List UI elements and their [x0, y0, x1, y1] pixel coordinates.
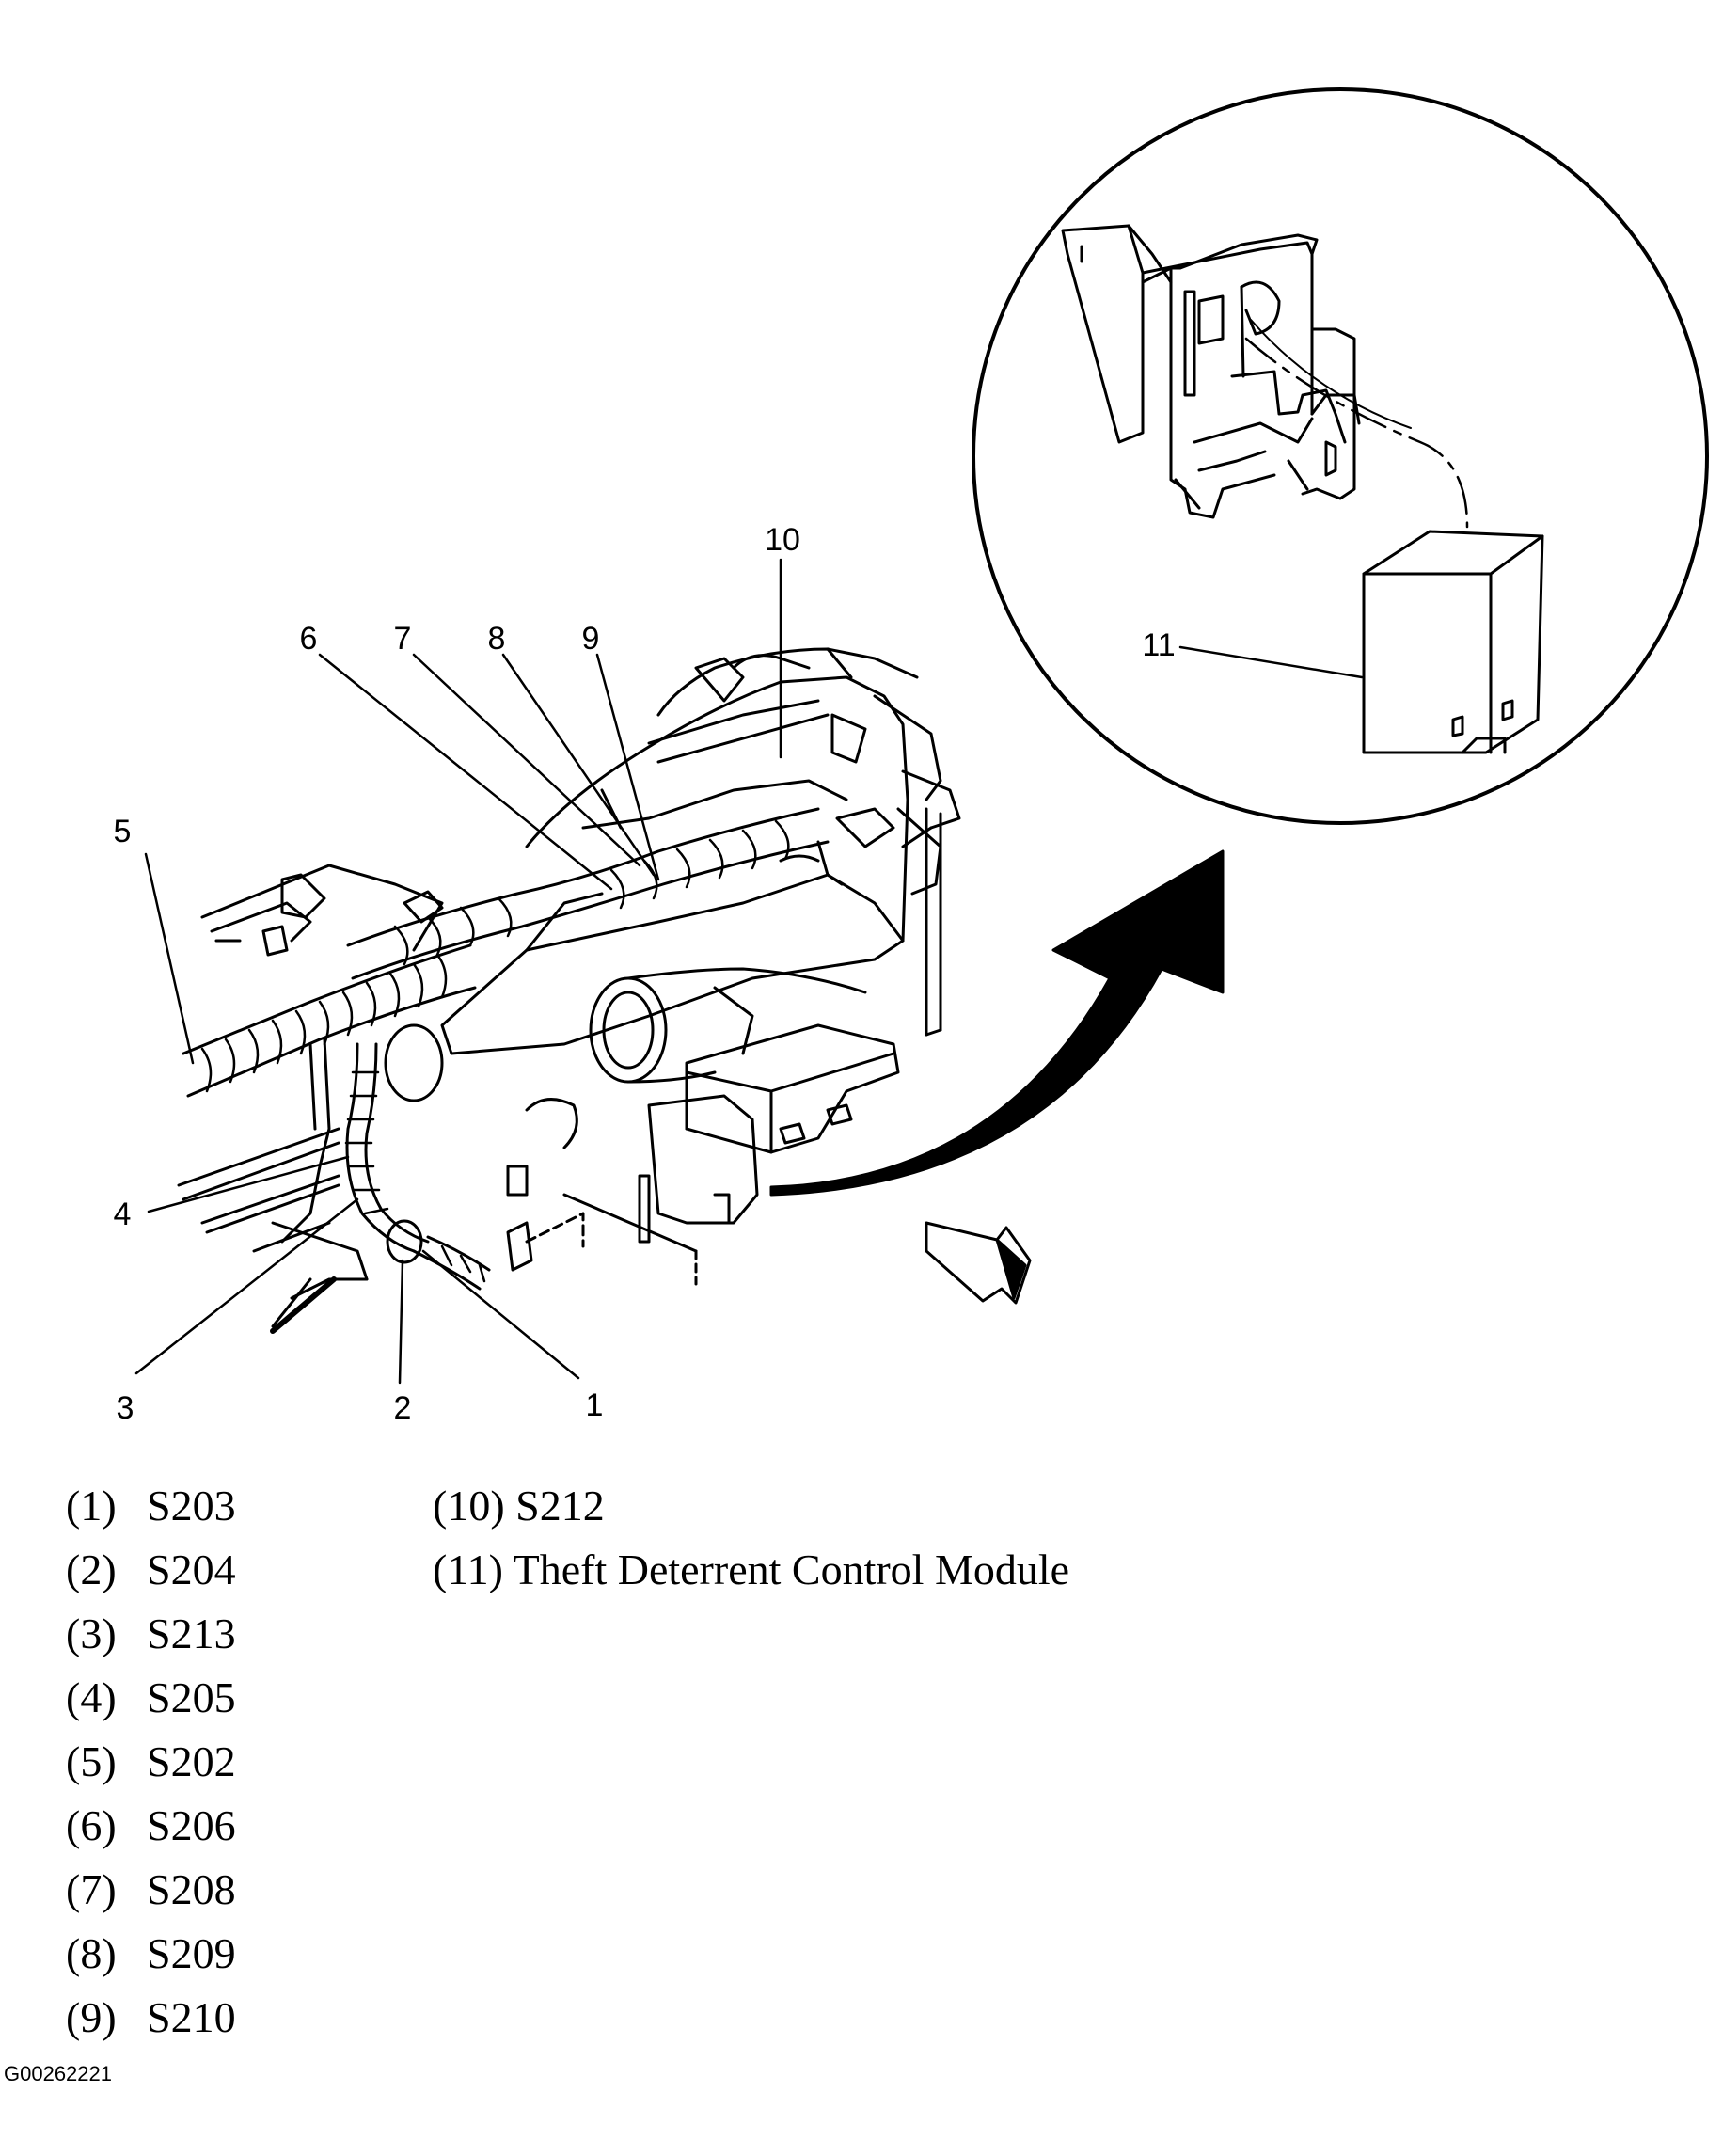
legend-text: S209 [147, 1929, 236, 1977]
figure-id: G00262221 [4, 2062, 112, 2085]
theft-deterrent-module-drawing [1362, 530, 1544, 754]
callout-10: 10 [765, 522, 800, 558]
legend-number: (9) [66, 1993, 117, 2041]
callout-1: 1 [586, 1387, 604, 1423]
legend-number: (3) [66, 1609, 117, 1657]
legend-text: S206 [147, 1801, 236, 1849]
legend-number: (5) [66, 1737, 117, 1785]
legend-number: (6) [66, 1801, 117, 1849]
legend-text: S202 [147, 1737, 236, 1785]
callout-6: 6 [300, 621, 318, 657]
leader-1 [421, 1249, 580, 1380]
legend-text: S203 [147, 1482, 236, 1530]
leader-11 [1178, 645, 1364, 679]
legend-number: (2) [66, 1546, 117, 1593]
legend-item: (10) S212 [433, 1481, 605, 1530]
module-connector-wire [1244, 337, 1469, 529]
legend-item: (8) S209 [66, 1928, 236, 1978]
detail-inset [972, 87, 1709, 825]
legend-text: S208 [147, 1865, 236, 1913]
callout-9: 9 [582, 621, 600, 657]
detail-circle [972, 87, 1709, 825]
legend-number: (4) [66, 1673, 117, 1721]
legend-item: (4) S205 [66, 1672, 236, 1722]
legend-item: (2) S204 [66, 1545, 236, 1594]
legend-text: Theft Deterrent Control Module [513, 1546, 1070, 1593]
callout-3: 3 [117, 1390, 134, 1426]
callout-leaders [134, 558, 1364, 1385]
legend-text: S213 [147, 1609, 236, 1657]
leader-8 [501, 653, 656, 877]
legend-item: (11) Theft Deterrent Control Module [433, 1545, 1069, 1594]
legend-item: (5) S202 [66, 1736, 236, 1786]
legend-number: (7) [66, 1865, 117, 1913]
legend-text: S212 [515, 1482, 605, 1530]
callout-11: 11 [1142, 627, 1175, 663]
legend-text: S205 [147, 1673, 236, 1721]
legend-item: (3) S213 [66, 1609, 236, 1658]
legend-item: (1) S203 [66, 1481, 236, 1530]
module-bracket [1061, 224, 1361, 519]
leader-3 [134, 1197, 359, 1375]
leader-5 [144, 852, 195, 1065]
detail-arrow [769, 849, 1225, 1197]
legend-item: (6) S206 [66, 1800, 236, 1850]
leader-4 [147, 1155, 350, 1213]
legend-item: (9) S210 [66, 1992, 236, 2042]
leader-9 [595, 653, 660, 881]
legend-text: S204 [147, 1546, 236, 1593]
legend-number: (8) [66, 1929, 117, 1977]
instrument-panel-structure [177, 647, 961, 1334]
legend-number: (10) [433, 1482, 505, 1530]
leader-7 [412, 653, 641, 867]
legend-number: (1) [66, 1482, 117, 1530]
callout-2: 2 [394, 1390, 412, 1426]
legend-item: (7) S208 [66, 1864, 236, 1914]
front-direction-arrow [925, 1221, 1032, 1305]
callout-7: 7 [394, 621, 412, 657]
leader-2 [398, 1259, 404, 1385]
callout-4: 4 [114, 1197, 132, 1232]
leader-6 [318, 653, 613, 891]
legend-number: (11) [433, 1546, 503, 1593]
legend-text: S210 [147, 1993, 236, 2041]
callout-5: 5 [114, 814, 132, 849]
callout-8: 8 [488, 621, 506, 657]
